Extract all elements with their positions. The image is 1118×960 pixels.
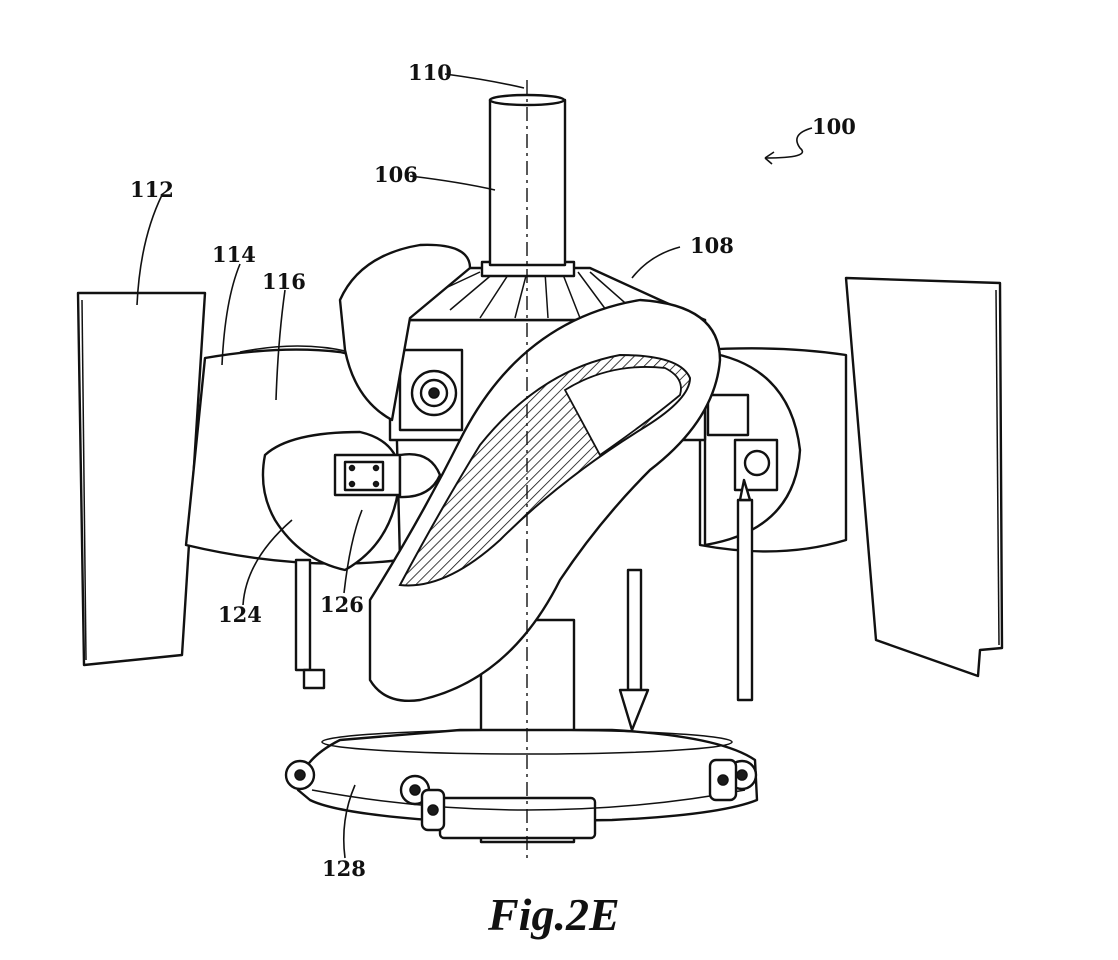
label-124: 124 [218, 602, 262, 627]
label-110: 110 [408, 60, 452, 85]
reference-labels: 110 106 100 112 108 114 116 124 126 128 [130, 60, 856, 881]
left-blade [76, 291, 207, 667]
label-128: 128 [322, 856, 366, 881]
leader-lines [136, 73, 813, 859]
label-108: 108 [690, 233, 734, 258]
swashplate-clevises [284, 688, 758, 832]
label-112: 112 [130, 177, 174, 202]
label-114: 114 [212, 242, 256, 267]
hub-hood-left [338, 243, 472, 422]
label-106: 106 [374, 162, 418, 187]
right-blade [844, 276, 1004, 678]
label-100: 100 [812, 114, 856, 139]
label-116: 116 [262, 269, 306, 294]
figure-caption: Fig.2E [487, 889, 620, 940]
label-126: 126 [320, 592, 364, 617]
